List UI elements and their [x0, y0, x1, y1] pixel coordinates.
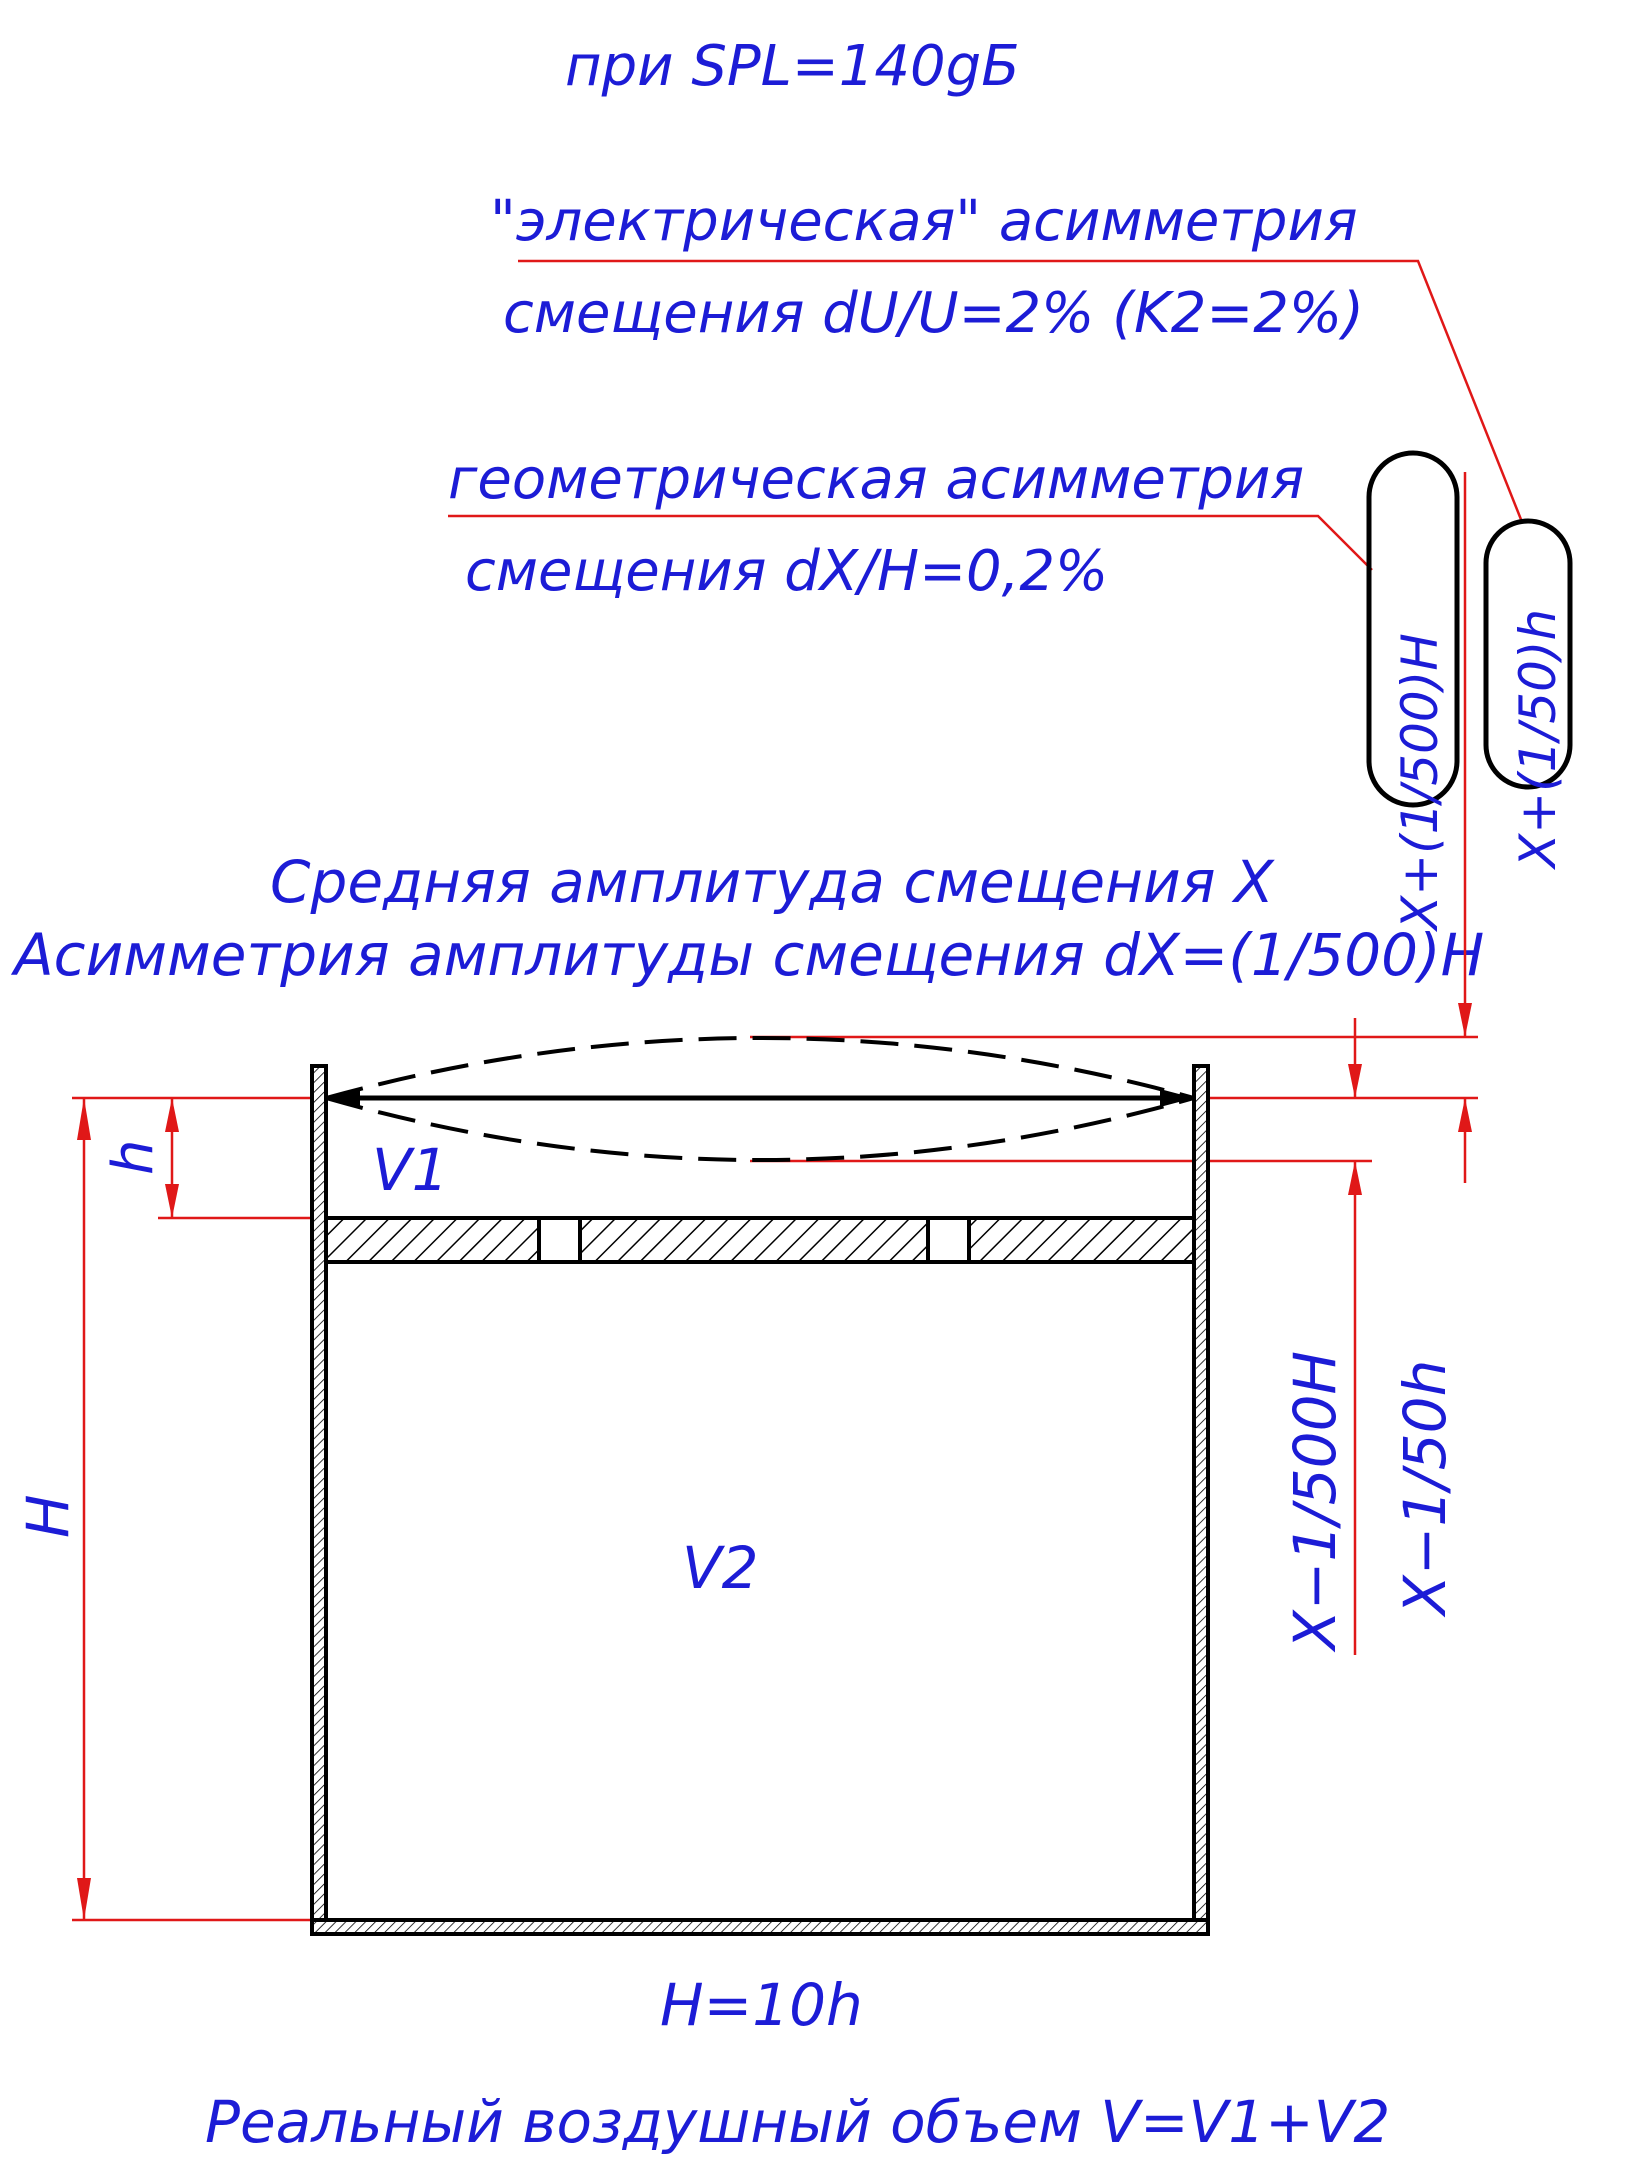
- h-ratio-label: H=10h: [660, 1971, 863, 2039]
- electric-asymmetry-line2: смещения dU/U=2% (K2=2%): [503, 281, 1364, 346]
- large-H-label: H: [14, 1494, 82, 1538]
- port-right: [926, 1216, 971, 1264]
- spl-title: при SPL=140gБ: [565, 34, 1020, 99]
- callout-frame-large: [1366, 450, 1460, 808]
- right-dimension-arrows: [1348, 1003, 1472, 1195]
- port-left: [537, 1216, 582, 1264]
- geometric-asymmetry-line1: геометрическая асимметрия: [448, 447, 1304, 512]
- electric-leader-line: [518, 259, 1524, 523]
- x-minus-h-label: X−1/50h: [1391, 1360, 1459, 1618]
- small-h-label: h: [101, 1140, 166, 1176]
- chamber-walls: [310, 1064, 1210, 1936]
- membrane-excursion-up: [325, 1036, 1195, 1100]
- membrane-arrow-left: [326, 1089, 360, 1107]
- partition-plate: [324, 1216, 1196, 1264]
- left-dimension-lines: [72, 1096, 318, 1922]
- membrane-excursion-down: [325, 1096, 1195, 1162]
- callout-frame-small: [1483, 518, 1573, 790]
- amplitude-asymmetry-label: Асимметрия амплитуды смещения dX=(1/500)…: [10, 921, 1484, 989]
- right-dimension-lines: [750, 472, 1478, 1655]
- geometric-leader-line: [448, 514, 1373, 571]
- geometric-asymmetry-line2: смещения dX/H=0,2%: [465, 539, 1108, 604]
- v2-label: V2: [682, 1534, 759, 1602]
- real-volume-label: Реальный воздушный объем V=V1+V2: [205, 2088, 1390, 2156]
- x-plus-h-label: X+(1/50)h: [1509, 609, 1567, 871]
- v1-label: V1: [372, 1136, 449, 1204]
- x-minus-H-label: X−1/500H: [1281, 1351, 1349, 1653]
- mean-amplitude-label: Средняя амплитуда смещения X: [270, 848, 1275, 916]
- left-dimension-arrows: [77, 1098, 179, 1920]
- membrane-arrow-right: [1160, 1089, 1194, 1107]
- x-plus-H-label: X+(1/500)H: [1391, 633, 1449, 933]
- electric-asymmetry-line1: "электрическая" асимметрия: [490, 189, 1358, 254]
